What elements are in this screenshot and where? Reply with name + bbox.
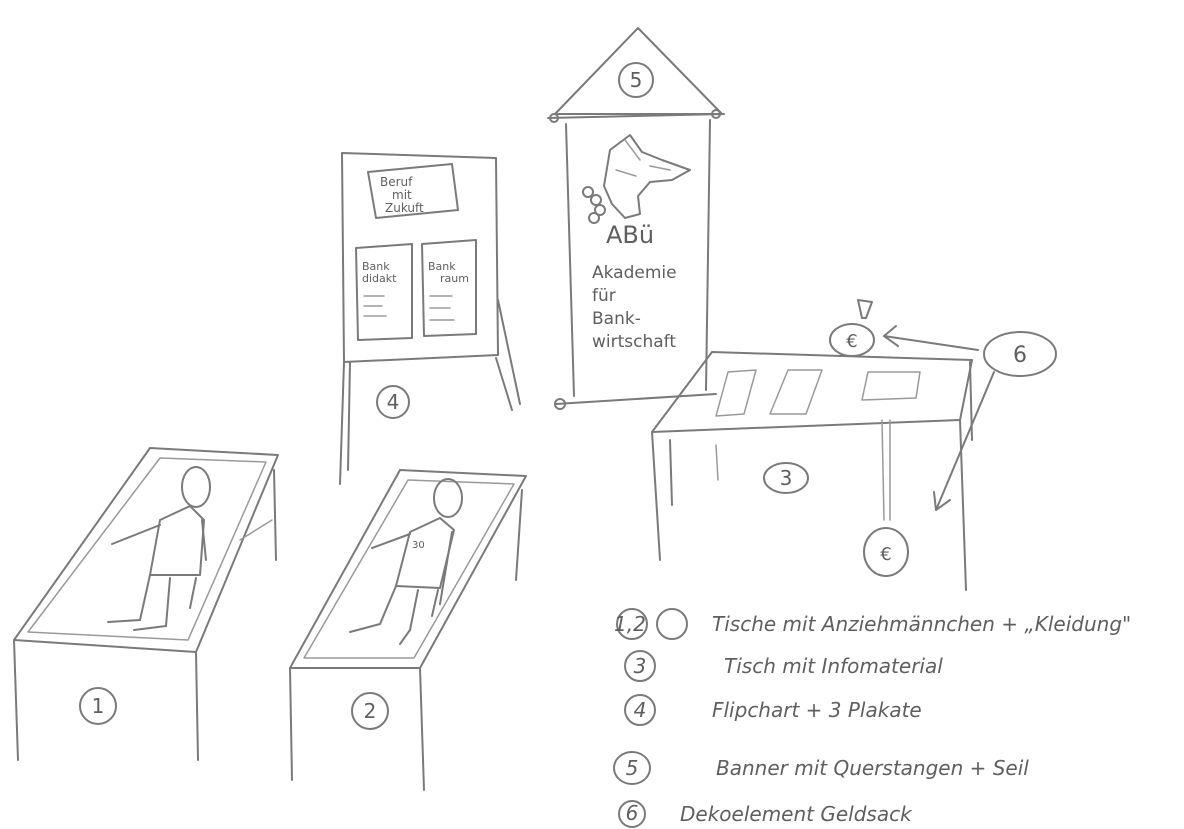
label-1: 1 — [92, 694, 105, 718]
label-4: 4 — [387, 390, 400, 414]
poster-title-line: Zukuft — [385, 201, 424, 215]
legend-marker: 3 — [634, 654, 647, 678]
legend-marker: 1,2 — [614, 612, 646, 636]
flipchart-board — [342, 153, 498, 362]
table-1-top — [14, 448, 278, 652]
flyer — [770, 370, 822, 414]
legend-text: Flipchart + 3 Plakate — [712, 698, 922, 722]
hand-logo-icon — [583, 135, 690, 223]
label-3: 3 — [780, 466, 793, 490]
label-6: 6 — [1013, 343, 1027, 368]
table-leg — [420, 668, 424, 790]
money-bag-icon: € — [830, 300, 874, 356]
table-leg — [274, 470, 276, 560]
banner-line-1: Akademie — [592, 263, 677, 283]
flipchart-leg — [496, 358, 512, 410]
poster-right — [422, 240, 476, 336]
flyer — [716, 370, 756, 416]
label-5: 5 — [630, 68, 643, 92]
table-leg — [196, 652, 198, 760]
flipchart: 4 Beruf mit Zukuft Bank didakt Bank raum — [340, 153, 520, 484]
legend-marker: 5 — [626, 756, 639, 780]
poster-left-lines — [364, 296, 386, 316]
table-leg — [14, 640, 18, 760]
banner-line-3: Bank- — [592, 309, 641, 329]
legend-marker: 4 — [634, 698, 647, 722]
legend-item: 4 Flipchart + 3 Plakate — [625, 695, 922, 725]
table-2: 30 2 — [290, 470, 526, 790]
flyer — [862, 372, 920, 400]
banner-logo-text: ABü — [606, 221, 654, 249]
poster-title-line: Beruf — [380, 175, 413, 189]
dressup-figure-icon: 30 — [350, 479, 462, 644]
poster-title-line: mit — [392, 188, 412, 202]
legend-item: 1,2 Tische mit Anziehmännchen + „Kleidun… — [614, 609, 1131, 639]
money-bag-symbol: € — [880, 544, 891, 565]
table-2-top — [290, 470, 526, 668]
legend-item: 3 Tisch mit Infomaterial — [625, 651, 943, 681]
banner-left-edge — [566, 124, 574, 396]
legend: 1,2 Tische mit Anziehmännchen + „Kleidun… — [614, 609, 1131, 827]
table-leg — [716, 445, 718, 480]
arrow-icon — [884, 326, 978, 350]
flipchart-leg — [340, 362, 344, 484]
table-leg — [670, 440, 672, 505]
legend-text: Dekoelement Geldsack — [680, 802, 913, 826]
table-3: 3 € € 6 — [652, 300, 1056, 590]
table-1: 1 — [14, 448, 278, 760]
table-leg — [290, 668, 292, 780]
poster-right-lines — [430, 296, 454, 320]
shirt-number: 30 — [412, 540, 425, 551]
banner-bottom-rod — [556, 394, 716, 404]
table-leg — [652, 432, 660, 560]
label-2: 2 — [364, 699, 377, 723]
banner-line-4: wirtschaft — [592, 332, 676, 352]
legend-text: Tische mit Anziehmännchen + „Kleidung" — [712, 612, 1131, 636]
legend-item: 6 Dekoelement Geldsack — [619, 801, 913, 827]
banner-line-2: für — [592, 286, 616, 306]
legend-item: 5 Banner mit Querstangen + Seil — [614, 752, 1029, 784]
money-bag-symbol: € — [846, 331, 857, 352]
legend-text: Tisch mit Infomaterial — [724, 654, 943, 678]
hanging-money-bag-icon: € — [864, 420, 908, 576]
table-leg — [240, 520, 272, 540]
legend-text: Banner mit Querstangen + Seil — [716, 756, 1029, 780]
banner-right-edge — [706, 120, 710, 390]
table-leg — [516, 490, 522, 580]
banner: 5 ABü Akademie für Bank- wirtschaft — [548, 28, 724, 409]
poster-left-line: didakt — [362, 272, 397, 285]
dressup-figure-icon — [108, 467, 210, 630]
arrow-icon — [934, 372, 994, 510]
legend-marker: 6 — [626, 801, 639, 825]
table-3-top — [652, 352, 972, 432]
flipchart-leg — [348, 362, 350, 470]
poster-left — [356, 244, 412, 340]
table-1-inner — [28, 458, 266, 640]
poster-right-line: raum — [440, 272, 469, 285]
flipchart-leg — [498, 300, 520, 404]
